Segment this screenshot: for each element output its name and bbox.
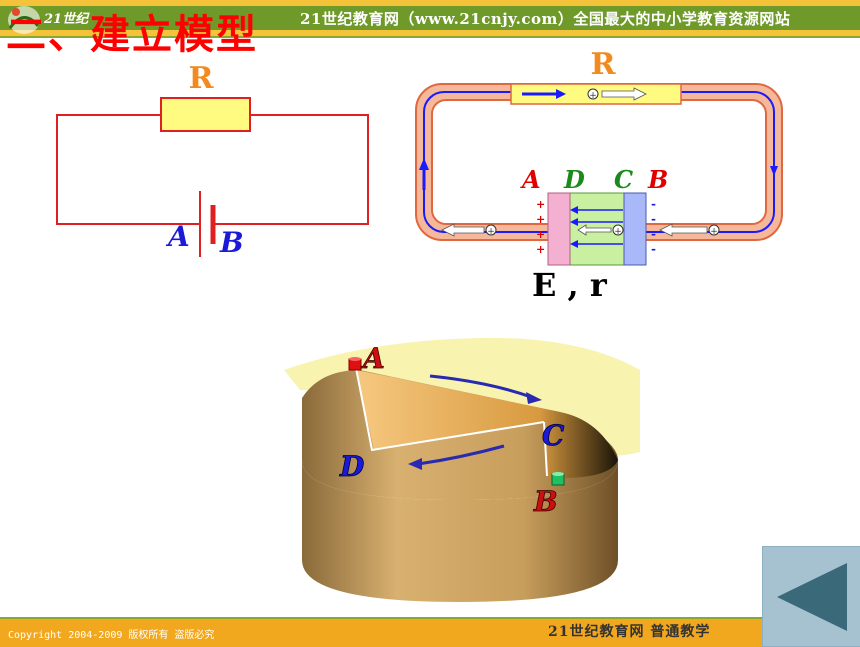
svg-text:-: - xyxy=(651,197,656,211)
logo-text: 21世纪 xyxy=(44,12,89,27)
logo-icon: 21世纪 xyxy=(4,2,114,36)
left-current-arrowhead xyxy=(419,158,429,170)
terminal-a-label: A xyxy=(165,220,190,253)
detailed-label-d: D xyxy=(563,165,585,194)
positive-charge-icon: + xyxy=(587,87,647,101)
arrow-c-to-d xyxy=(417,444,505,466)
plate-b xyxy=(623,192,647,266)
svg-text:+: + xyxy=(710,227,718,237)
positive-charge-icon: + xyxy=(577,224,624,237)
back-arrow-icon xyxy=(777,563,847,631)
positive-charge-icon: + xyxy=(441,223,497,237)
detailed-resistor-label: R xyxy=(591,47,617,82)
internal-field-arrows xyxy=(570,206,623,248)
simple-resistor xyxy=(160,97,251,132)
banner-stripe xyxy=(0,6,860,30)
slope-label-d: D xyxy=(339,450,365,483)
minus-signs: - - - - xyxy=(651,197,656,256)
svg-text:+: + xyxy=(536,228,545,241)
svg-text:-: - xyxy=(651,242,656,256)
ramp-edge-cb xyxy=(543,421,548,477)
detailed-label-a: A xyxy=(520,165,541,194)
plate-a xyxy=(547,192,571,266)
arrow-c-to-d-head xyxy=(408,458,422,470)
detailed-circuit-diagram: R + + + + + xyxy=(415,47,783,266)
footer-site-text: 21世纪教育网 普通教学 xyxy=(548,624,711,640)
svg-text:+: + xyxy=(536,198,545,211)
ramp-edge-ad xyxy=(355,367,545,452)
banner-text: 21世纪教育网（www.21cnjy.com）全国最大的中小学教育资源网站 xyxy=(300,10,791,28)
slope-model-diagram: A C D B xyxy=(284,337,640,602)
svg-text:-: - xyxy=(651,227,656,241)
footer-bar xyxy=(0,617,860,647)
back-button[interactable] xyxy=(762,546,860,647)
simple-circuit-wire-right xyxy=(214,114,369,225)
svg-text:+: + xyxy=(487,227,495,237)
positive-charge-icon: + xyxy=(659,223,720,237)
svg-text:+: + xyxy=(614,227,622,237)
page-title: 二、建立模型 xyxy=(6,11,258,58)
svg-text:+: + xyxy=(589,91,597,101)
svg-text:+: + xyxy=(536,213,545,226)
copyright-text: Copyright 2004-2009 版权所有 盗版必究 xyxy=(8,630,215,641)
plus-signs: + + + + xyxy=(536,198,545,256)
terminal-b-label: B xyxy=(219,226,244,259)
emf-label: E , r xyxy=(532,266,607,304)
simple-circuit-wire xyxy=(56,114,200,225)
slope-label-a: A xyxy=(360,342,385,375)
top-current-arrowhead xyxy=(556,89,566,99)
marker-b-icon xyxy=(551,472,565,486)
svg-text:+: + xyxy=(536,243,545,256)
marker-a-icon xyxy=(348,357,362,371)
arrow-a-to-c-head xyxy=(526,392,542,404)
right-current-arrowhead xyxy=(770,166,778,176)
top-banner: 21世纪教育网（www.21cnjy.com）全国最大的中小学教育资源网站 xyxy=(0,0,860,38)
slope-label-c: C xyxy=(542,419,565,452)
ramp-surface xyxy=(356,370,618,479)
detailed-label-c: C xyxy=(614,165,633,194)
detailed-label-b: B xyxy=(647,165,668,194)
svg-text:-: - xyxy=(651,212,656,226)
simple-circuit-diagram: R A B xyxy=(56,61,369,259)
slope-label-b: B xyxy=(533,485,558,518)
simple-resistor-label: R xyxy=(189,61,215,96)
arrow-a-to-c xyxy=(429,374,535,400)
